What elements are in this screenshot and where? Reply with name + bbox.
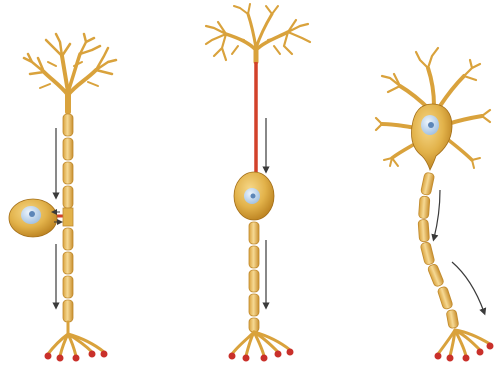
curved-arrow-icon	[452, 262, 484, 312]
multipolar-axon	[418, 172, 459, 329]
unipolar-dendrites	[24, 34, 116, 112]
bipolar-axon-terminals	[232, 332, 290, 356]
bipolar-dendrites	[206, 4, 310, 62]
multipolar-neuron	[376, 48, 494, 362]
bipolar-axon	[249, 222, 259, 332]
unipolar-axon-terminals	[48, 322, 104, 356]
multipolar-cell-body	[411, 104, 452, 170]
unipolar-neuron	[9, 34, 116, 362]
curved-arrow-icon	[434, 190, 440, 238]
bipolar-neuron	[206, 4, 310, 362]
